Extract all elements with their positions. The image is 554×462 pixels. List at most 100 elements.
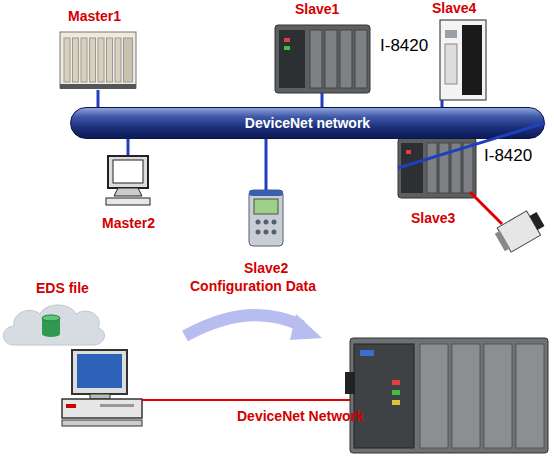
network-drop-line: [321, 93, 324, 107]
device-name: Slave2: [244, 260, 288, 276]
device-box: Master2: [105, 155, 150, 207]
rack-slot: [98, 38, 104, 82]
device-box: Master1: [60, 30, 136, 90]
status-led: [284, 38, 290, 42]
drive-display: [445, 30, 457, 38]
drive-bay: [100, 404, 134, 407]
rack-slot: [124, 38, 133, 82]
io-slot: [439, 143, 449, 193]
device-box: Slave3I-8420: [398, 138, 476, 198]
io-slot: [355, 30, 367, 88]
io-slot: [452, 344, 480, 448]
drive-unit: [440, 20, 486, 100]
io-slot: [340, 30, 352, 88]
annotation-label: Configuration Data: [190, 278, 316, 294]
rack-slot: [107, 38, 113, 82]
terminal-screen: [254, 199, 278, 214]
status-led: [392, 400, 400, 405]
device-box: Slave1I-8420: [275, 25, 370, 93]
terminal-key: [256, 220, 261, 225]
cpu-panel: [354, 344, 414, 448]
rack-slot: [81, 38, 87, 82]
rack-base: [60, 84, 136, 89]
model-number: I-8420: [380, 36, 428, 56]
rack-slot: [115, 38, 121, 82]
io-slot: [427, 143, 437, 193]
annotation-label: DeviceNet Network: [237, 408, 364, 424]
cloud-box: EDS file: [2, 305, 107, 347]
io-slot: [516, 344, 544, 448]
motor-cable: [470, 192, 502, 224]
status-led: [406, 150, 411, 154]
servo-motor: [493, 207, 548, 255]
module-body: [350, 338, 548, 453]
status-led: [392, 380, 400, 385]
device-name: EDS file: [36, 280, 89, 296]
device-box: Slave4: [436, 20, 488, 100]
device-name: Master1: [68, 8, 121, 24]
data-arrow: [185, 314, 322, 340]
drive-vent: [445, 44, 457, 84]
device-name: Slave1: [295, 1, 339, 17]
keyboard: [106, 198, 150, 205]
status-led: [284, 46, 290, 50]
network-cable: [142, 399, 350, 401]
i8420-unit: [398, 138, 476, 198]
cloud: [4, 305, 105, 345]
terminal-key: [272, 230, 277, 235]
rack-slot: [64, 38, 70, 82]
io-slot: [420, 344, 448, 448]
terminal-key: [272, 220, 277, 225]
arrow-head: [290, 314, 322, 340]
bus-title: DeviceNet network: [71, 115, 544, 131]
bus-band: DeviceNet network: [70, 107, 545, 139]
drive-body: [440, 20, 486, 100]
connector: [345, 372, 355, 394]
monitor-base: [114, 188, 142, 196]
io-slot: [484, 344, 512, 448]
config-pc: [62, 350, 142, 426]
cpu-panel: [279, 30, 305, 88]
network-drop-line: [441, 100, 444, 107]
handheld-terminal: [249, 190, 283, 246]
io-slot: [463, 143, 473, 193]
i8420-module: [345, 338, 548, 453]
terminal-top: [249, 190, 283, 196]
logo-mark: [360, 350, 374, 356]
rack-body: [60, 32, 136, 88]
network-drop-line: [127, 139, 130, 155]
monitor-screen: [113, 160, 143, 183]
model-number: I-8420: [484, 146, 532, 166]
rack-slot: [90, 38, 96, 82]
monitor-case: [72, 350, 127, 394]
desktop-case: [62, 399, 142, 418]
drive-light: [66, 404, 76, 408]
rack-slot: [73, 38, 79, 82]
terminal-key: [264, 230, 269, 235]
unit-body: [275, 25, 370, 93]
io-slot: [451, 143, 461, 193]
terminal-key: [256, 230, 261, 235]
cloud-shape: [4, 305, 105, 345]
status-led: [392, 390, 400, 395]
io-slot: [310, 30, 322, 88]
database-bottom: [42, 331, 60, 337]
device-name: Slave4: [432, 0, 476, 16]
network-drop-line: [398, 123, 545, 168]
device-name: Slave3: [411, 210, 455, 226]
drive-panel: [462, 25, 482, 95]
plc-rack: [60, 32, 136, 89]
terminal-body: [249, 190, 283, 246]
motor-end: [495, 231, 510, 251]
unit-body: [398, 138, 476, 198]
database-top: [42, 315, 60, 321]
cpu-panel: [401, 143, 423, 193]
io-slot: [325, 30, 337, 88]
terminal-key: [264, 220, 269, 225]
monitor-case: [108, 156, 148, 188]
